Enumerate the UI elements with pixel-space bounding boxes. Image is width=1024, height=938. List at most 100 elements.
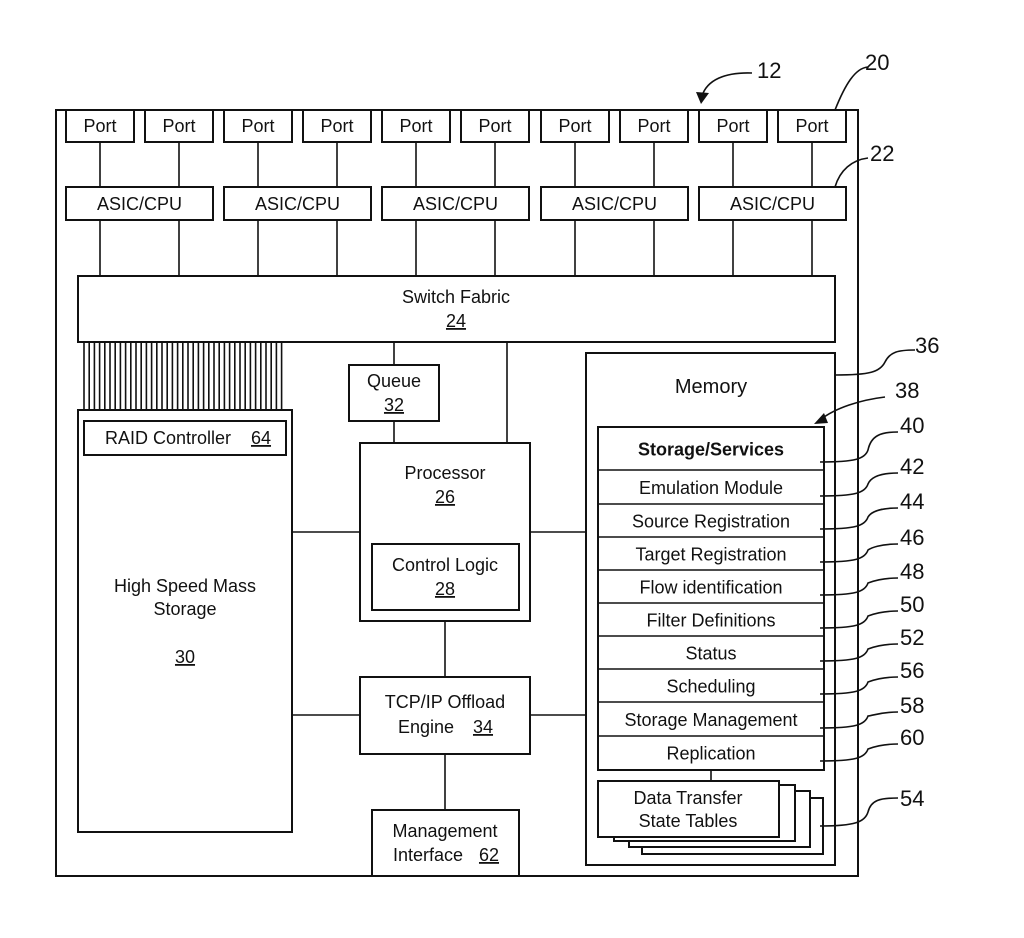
port-box: Port [619,109,689,143]
ref-memory: 36 [915,333,939,358]
asic-cpu-box: ASIC/CPU [698,186,847,221]
leader-line [819,676,899,695]
tcp-offload-label-1: TCP/IP Offload [385,692,505,712]
port-label: Port [83,116,116,136]
leader-line [819,543,899,563]
ref-module-stack: 38 [895,378,919,403]
ref-numeral: 58 [900,693,924,718]
port-box: Port [381,109,451,143]
port-label: Port [399,116,432,136]
state-tables-label-2: State Tables [639,811,738,831]
leader-line [819,743,899,762]
memory-module-label: Scheduling [666,677,755,697]
port-box: Port [540,109,610,143]
asic-label: ASIC/CPU [730,194,815,214]
arrowhead-icon [696,92,709,104]
reference-numerals: 12 20 22 36 38 54 [696,50,939,827]
memory-module: Emulation Module 42 [598,454,924,498]
port-box: Port [698,109,768,143]
ref-numeral: 46 [900,525,924,550]
switch-fabric-label: Switch Fabric [402,287,510,307]
raid-controller: RAID Controller 64 [83,420,287,456]
control-logic-ref: 28 [435,579,455,599]
port-box: Port [460,109,530,143]
ref-numeral: 60 [900,725,924,750]
switch-fabric-ref: 24 [446,311,466,331]
memory-module: Flow identification 48 [598,559,924,598]
ref-device: 12 [757,58,781,83]
ref-numeral: 48 [900,559,924,584]
queue-label: Queue [367,371,421,391]
port-label: Port [716,116,749,136]
port-label: Port [637,116,670,136]
memory-module-label: Filter Definitions [646,611,775,631]
port-row: Port Port Port Port Port Port Port Port Port Port [65,109,847,143]
ref-asic: 22 [870,141,894,166]
raid-ref: 64 [251,428,271,448]
asic-cpu-box: ASIC/CPU [65,186,214,221]
ref-numeral: 40 [900,413,924,438]
state-tables: Data Transfer State Tables [597,770,824,855]
leader-line [819,711,899,729]
ref-numeral: 50 [900,592,924,617]
port-label: Port [478,116,511,136]
memory-label: Memory [675,376,747,398]
mass-storage-ref: 30 [175,647,195,667]
memory-module-label: Replication [666,744,755,764]
arrowhead-icon [814,413,828,424]
port-box: Port [223,109,293,143]
leader-line [819,507,899,530]
mass-storage: High Speed Mass Storage 30 [77,409,293,833]
asic-label: ASIC/CPU [413,194,498,214]
memory-module: Filter Definitions 50 [598,592,924,631]
leader-line [819,472,899,497]
memory-module-label: Flow identification [639,578,782,598]
port-box: Port [65,109,135,143]
asic-row: ASIC/CPU ASIC/CPU ASIC/CPU ASIC/CPU ASIC/CPU [65,186,847,221]
port-wires [99,142,813,276]
state-tables-label-1: Data Transfer [633,788,742,808]
port-label: Port [795,116,828,136]
ref-port: 20 [865,50,889,75]
raid-label: RAID Controller [105,428,231,448]
asic-label: ASIC/CPU [97,194,182,214]
ref-numeral: 42 [900,454,924,479]
memory-module: Scheduling 56 [598,658,924,697]
memory-module-label: Source Registration [632,512,790,532]
asic-label: ASIC/CPU [255,194,340,214]
mass-storage-label-1: High Speed Mass [114,576,256,596]
memory-module-label: Status [685,644,736,664]
leader-line [819,643,899,662]
ref-numeral: 52 [900,625,924,650]
asic-cpu-box: ASIC/CPU [223,186,372,221]
processor-ref: 26 [435,487,455,507]
management-interface: Management Interface 62 [371,809,520,877]
ref-state-tables: 54 [900,786,924,811]
asic-cpu-box: ASIC/CPU [381,186,530,221]
port-label: Port [241,116,274,136]
tcp-offload-engine: TCP/IP Offload Engine 34 [359,676,531,755]
memory-module-label: Emulation Module [639,478,783,498]
asic-cpu-box: ASIC/CPU [540,186,689,221]
memory-module-label: Target Registration [635,545,786,565]
switch-fabric: Switch Fabric 24 [77,275,836,343]
control-logic-label: Control Logic [392,555,498,575]
tcp-offload-label-2: Engine [398,717,454,737]
queue: Queue 32 [348,342,440,443]
ref-numeral: 56 [900,658,924,683]
port-box: Port [302,109,372,143]
memory-module: Target Registration 46 [598,525,924,565]
memory-module: Replication 60 [598,725,924,764]
memory-module: Status 52 [598,625,924,664]
leader-line [819,577,899,596]
management-label-2: Interface [393,845,463,865]
port-label: Port [558,116,591,136]
leader-line [819,610,899,629]
asic-label: ASIC/CPU [572,194,657,214]
port-box: Port [144,109,214,143]
control-logic: Control Logic 28 [371,543,520,611]
